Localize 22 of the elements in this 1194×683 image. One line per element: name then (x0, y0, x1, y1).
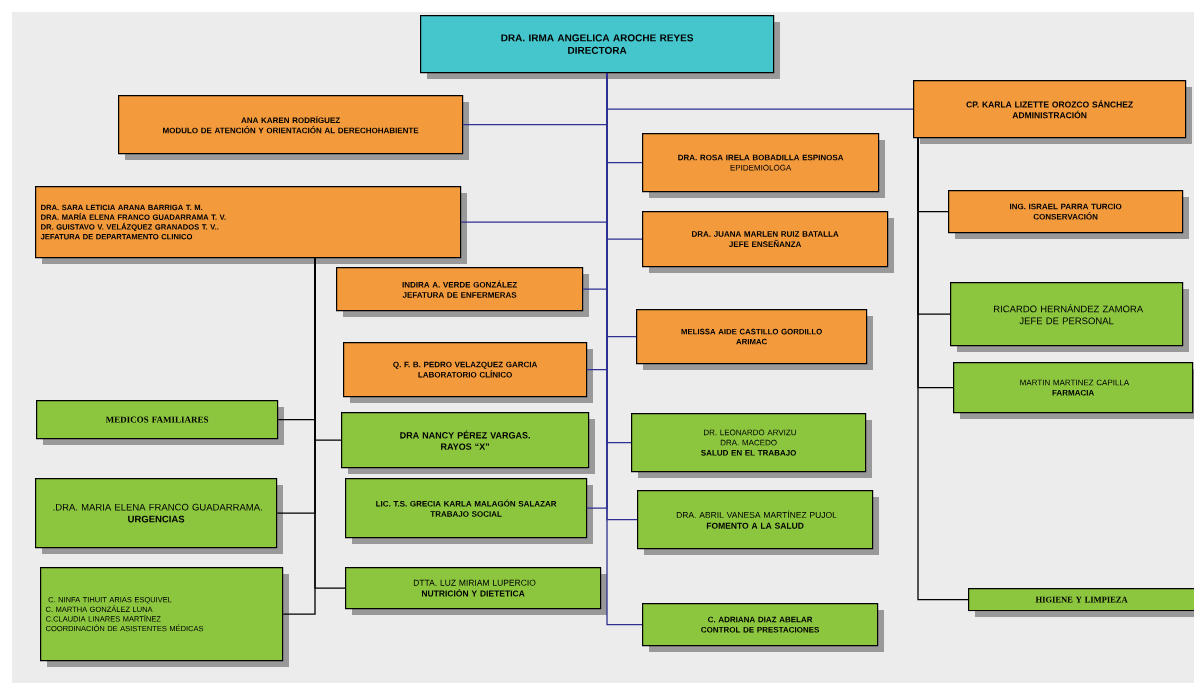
org-box: DR. LEONARDO ARVIZU DRA. MACEDO SALUD EN EL TRABAJO (631, 413, 872, 478)
org-box: ANA KAREN RODRÍGUEZ MODULO DE ATENCIÓN Y ORIENTACIÓN AL DERECHOHABIENTE (118, 95, 469, 160)
org-box: HIGIENE Y LIMPIEZA (968, 588, 1194, 617)
org-box: C. ADRIANA DIAZ ABELAR CONTROL DE PRESTACIONES (642, 603, 884, 652)
org-box: DRA. ABRIL VANESA MARTÍNEZ PUJOL FOMENTO A LA SALUD (637, 490, 879, 555)
connector-line (606, 72, 643, 626)
org-box: .DRA. MARIA ELENA FRANCO GUADARRAMA. URGENCIAS (35, 478, 283, 554)
connector-line (917, 137, 969, 601)
org-box: MEDICOS FAMILIARES (36, 400, 284, 445)
org-box: CP. KARLA LIZETTE OROZCO SÁNCHEZ ADMINISTRACIÓN (913, 80, 1192, 144)
org-box: DTTA. LUZ MIRIAM LUPERCIO NUTRICIÓN Y DIETETICA (345, 567, 607, 615)
org-box: LIC. T.S. GRECIA KARLA MALAGÓN SALAZAR TRABAJO SOCIAL (345, 478, 593, 544)
org-box: DRA. JUANA MARLEN RUIZ BATALLA JEFE ENSEÑANZA (642, 211, 894, 273)
connector-line (314, 257, 346, 589)
org-box: DRA NANCY PÉREZ VARGAS. RAYOS “X” (341, 412, 595, 474)
org-box: Q. F. B. PEDRO VELAZQUEZ GARCIA LABORATORIO CLÍNICO (343, 342, 593, 403)
org-box: INDIRA A. VERDE GONZÁLEZ JEFATURA DE ENFERMERAS (336, 267, 589, 317)
org-box: MARTIN MARTINEZ CAPILLA FARMACIA (953, 362, 1194, 419)
org-box: DRA. IRMA ANGELICA AROCHE REYES DIRECTORA (420, 15, 780, 79)
org-box: ING. ISRAEL PARRA TURCIO CONSERVACIÓN (948, 190, 1189, 239)
org-box: DRA. ROSA IRELA BOBADILLA ESPINOSA EPIDEMIOLOGA (642, 133, 885, 198)
org-box: RICARDO HERNÁNDEZ ZAMORA JEFE DE PERSONAL (950, 282, 1189, 352)
